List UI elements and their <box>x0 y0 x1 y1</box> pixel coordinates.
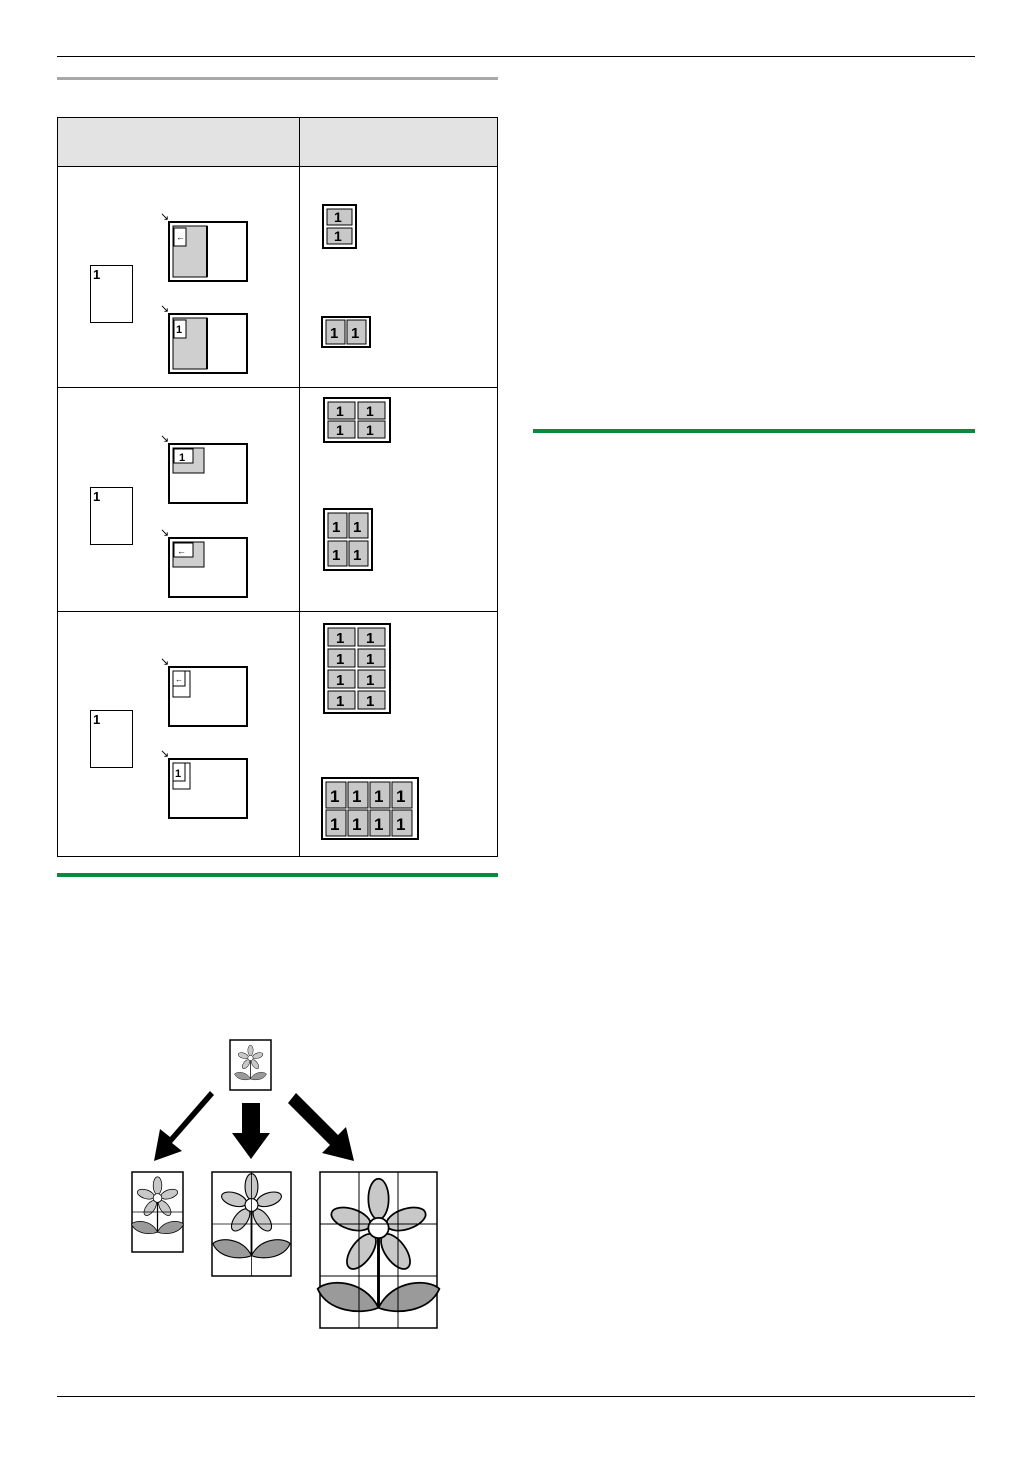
result-2in1-landscape: 1 1 <box>321 316 371 348</box>
page-number: 1 <box>93 267 100 282</box>
table-row: 1 ↘ ← ↘ 1 1 1 1 <box>90 204 371 374</box>
original-image <box>229 1039 272 1091</box>
svg-text:↘: ↘ <box>160 656 169 668</box>
result-8in1-portrait: 1 1 1 1 1 1 1 1 <box>323 623 391 714</box>
arrow-right-icon <box>288 1093 354 1161</box>
svg-text:1: 1 <box>334 209 342 225</box>
svg-text:↘: ↘ <box>160 748 169 760</box>
svg-text:1: 1 <box>336 672 344 689</box>
layout-4in1-a: 1 <box>168 443 248 504</box>
svg-text:1: 1 <box>352 815 361 834</box>
page-top-rule <box>57 56 975 57</box>
svg-text:1: 1 <box>176 324 182 336</box>
svg-text:1: 1 <box>366 630 374 647</box>
svg-text:←: ← <box>177 546 186 556</box>
table-row: 1 ↘ ← ↘ 1 1 1 1 1 <box>90 623 419 840</box>
svg-text:1: 1 <box>353 547 361 564</box>
poster-1x2 <box>130 1171 185 1253</box>
svg-text:1: 1 <box>353 519 361 536</box>
svg-text:1: 1 <box>330 815 339 834</box>
svg-text:←: ← <box>175 675 183 684</box>
svg-text:1: 1 <box>366 693 374 710</box>
svg-text:1: 1 <box>336 422 344 438</box>
svg-text:1: 1 <box>93 712 100 727</box>
svg-text:1: 1 <box>336 651 344 668</box>
layout-2in1-b: 1 <box>168 313 248 374</box>
arrow-left-icon <box>154 1091 214 1161</box>
svg-text:1: 1 <box>330 787 339 806</box>
svg-text:1: 1 <box>366 422 374 438</box>
svg-text:1: 1 <box>366 403 374 419</box>
table-header <box>57 117 498 167</box>
svg-text:1: 1 <box>336 403 344 419</box>
svg-text:1: 1 <box>336 630 344 647</box>
svg-text:↘: ↘ <box>160 527 169 539</box>
svg-text:1: 1 <box>374 787 383 806</box>
arrow-down-icon <box>232 1103 270 1159</box>
poster-illustration <box>110 1035 450 1335</box>
svg-text:1: 1 <box>175 768 181 780</box>
svg-text:1: 1 <box>366 651 374 668</box>
result-4in1-landscape: 1 1 1 1 <box>323 397 391 443</box>
page-layout-table: 1 ↘ ← ↘ 1 1 1 1 <box>57 117 498 857</box>
layout-2in1-a: ← <box>168 221 248 282</box>
result-4in1-portrait: 1 1 1 1 <box>323 508 373 571</box>
result-8in1-landscape: 1 1 1 1 1 1 1 1 <box>321 777 419 840</box>
original-page-icon: 1 <box>90 710 133 768</box>
svg-text:1: 1 <box>396 815 405 834</box>
table-row: 1 ↘ 1 ↘ ← 1 1 1 1 <box>90 397 391 598</box>
original-page-icon: 1 <box>90 487 133 545</box>
svg-text:1: 1 <box>330 325 338 342</box>
svg-text:1: 1 <box>336 693 344 710</box>
svg-text:1: 1 <box>396 787 405 806</box>
page-bottom-rule <box>57 1396 975 1397</box>
svg-text:1: 1 <box>334 228 342 244</box>
section-divider-green-right <box>533 429 975 433</box>
svg-text:↘: ↘ <box>160 433 169 445</box>
svg-text:1: 1 <box>374 815 383 834</box>
layout-8in1-b: 1 <box>168 758 248 819</box>
svg-text:↘: ↘ <box>160 303 169 315</box>
svg-text:←: ← <box>176 232 185 242</box>
layout-8in1-a: ← <box>168 666 248 727</box>
poster-3x3 <box>316 1171 441 1329</box>
svg-text:↘: ↘ <box>160 211 169 223</box>
section-divider-grey <box>57 77 498 80</box>
svg-text:1: 1 <box>93 489 100 504</box>
layout-4in1-b: ← <box>168 537 248 598</box>
poster-2x2 <box>211 1171 292 1277</box>
svg-text:1: 1 <box>332 519 340 536</box>
svg-text:1: 1 <box>179 452 185 464</box>
svg-text:1: 1 <box>351 325 359 342</box>
original-page-icon: 1 <box>90 265 133 323</box>
svg-text:1: 1 <box>366 672 374 689</box>
section-divider-green-left <box>57 873 498 877</box>
result-2in1-portrait: 1 1 <box>322 204 357 249</box>
svg-text:1: 1 <box>352 787 361 806</box>
svg-text:1: 1 <box>332 547 340 564</box>
